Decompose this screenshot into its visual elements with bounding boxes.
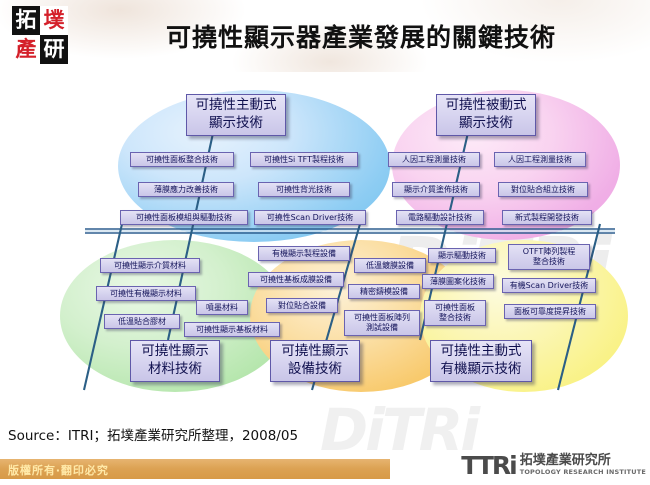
logo-char-3: 產 <box>12 35 40 64</box>
node-passive-left-2[interactable]: 顯示介質塗佈技術 <box>392 182 480 197</box>
node-label: 有機顯示製程設備 <box>272 248 336 258</box>
node-label: 電路驅動設計技術 <box>408 212 472 222</box>
node-materials-left-3[interactable]: 低溫貼合膠材 <box>104 314 180 329</box>
node-passive-right-3[interactable]: 新式製程開發技術 <box>502 210 592 225</box>
footer-logo: TTRi 拓墣產業研究所 TOPOLOGY RESEARCH INSTITUTE <box>461 450 646 480</box>
node-label: 可撓性顯示介質材料 <box>114 260 186 270</box>
source-note: Source：ITRI；拓墣產業研究所整理，2008/05 <box>8 428 299 444</box>
topology-logo: 拓 墣 產 研 <box>12 6 68 64</box>
node-label: 可撓性背光技術 <box>276 184 332 194</box>
node-label: 可撓性有機顯示材料 <box>110 288 182 298</box>
hub-label: 可撓性顯示材料技術 <box>141 343 209 377</box>
header-band <box>0 0 650 72</box>
cluster-hub-amoled[interactable]: 可撓性主動式有機顯示技術 <box>430 340 532 382</box>
cluster-hub-passive-matrix[interactable]: 可撓性被動式顯示技術 <box>436 94 536 136</box>
node-label: OTFT陣列製程整合技術 <box>522 247 576 266</box>
node-label: 低溫貼合膠材 <box>118 316 166 326</box>
node-label: 對位貼合組立技術 <box>511 184 575 194</box>
node-label: 噴墨材料 <box>206 302 238 312</box>
logo-char-4: 研 <box>40 35 68 64</box>
node-active-right-2[interactable]: 可撓性背光技術 <box>258 182 350 197</box>
copyright-text: 版權所有‧翻印必究 <box>8 464 109 477</box>
logo-char-2: 墣 <box>40 6 68 35</box>
node-equipment-left-1[interactable]: 有機顯示製程設備 <box>258 246 350 261</box>
node-amoled-right-3[interactable]: 面板可靠度提昇技術 <box>504 304 596 319</box>
node-amoled-right-1[interactable]: OTFT陣列製程整合技術 <box>508 244 590 270</box>
node-label: 人因工程測量技術 <box>402 154 466 164</box>
node-materials-left-2[interactable]: 可撓性有機顯示材料 <box>96 286 196 301</box>
node-label: 顯示驅動技術 <box>438 250 486 260</box>
node-materials-right-2[interactable]: 可撓性顯示基板材料 <box>184 322 280 337</box>
node-active-left-1[interactable]: 可撓性面板整合技術 <box>130 152 234 167</box>
node-label: 對位貼合設備 <box>278 300 326 310</box>
node-materials-left-1[interactable]: 可撓性顯示介質材料 <box>100 258 200 273</box>
node-active-left-3[interactable]: 可撓性面板模組與驅動技術 <box>120 210 248 225</box>
node-passive-left-1[interactable]: 人因工程測量技術 <box>388 152 480 167</box>
node-amoled-left-1[interactable]: 顯示驅動技術 <box>428 248 496 263</box>
node-equipment-right-1[interactable]: 低溫鍍膜設備 <box>354 258 426 273</box>
page-title: 可撓性顯示器產業發展的關鍵技術 <box>165 23 556 52</box>
node-label: 有機Scan Driver技術 <box>509 280 589 290</box>
node-label: 人因工程測量技術 <box>508 154 572 164</box>
node-label: 新式製程開發技術 <box>515 212 579 222</box>
node-amoled-left-2[interactable]: 薄膜圖案化技術 <box>422 274 494 289</box>
node-label: 可撓性Scan Driver技術 <box>266 212 354 222</box>
node-equipment-right-2[interactable]: 精密鑄模設備 <box>348 284 420 299</box>
node-equipment-left-2[interactable]: 可撓性基板成膜設備 <box>248 272 344 287</box>
footer-watermark: DiTRi <box>320 396 480 456</box>
cluster-hub-active-matrix[interactable]: 可撓性主動式顯示技術 <box>186 94 286 136</box>
node-label: 薄膜應力改善技術 <box>154 184 218 194</box>
node-active-right-3[interactable]: 可撓性Scan Driver技術 <box>254 210 366 225</box>
node-label: 可撓性顯示基板材料 <box>196 324 268 334</box>
footer-logo-cn: 拓墣產業研究所 <box>519 453 611 469</box>
footer-logo-en: TOPOLOGY RESEARCH INSTITUTE <box>519 467 646 476</box>
node-label: 可撓性Si TFT製程技術 <box>263 154 345 164</box>
node-label: 低溫鍍膜設備 <box>366 260 414 270</box>
node-passive-left-3[interactable]: 電路驅動設計技術 <box>396 210 484 225</box>
node-amoled-right-2[interactable]: 有機Scan Driver技術 <box>502 278 596 293</box>
node-passive-right-2[interactable]: 對位貼合組立技術 <box>498 182 588 197</box>
node-active-right-1[interactable]: 可撓性Si TFT製程技術 <box>250 152 358 167</box>
hub-label: 可撓性顯示設備技術 <box>281 343 349 377</box>
hub-label: 可撓性被動式顯示技術 <box>445 97 527 131</box>
node-amoled-left-3[interactable]: 可撓性面板整合技術 <box>424 300 486 326</box>
node-active-left-2[interactable]: 薄膜應力改善技術 <box>138 182 234 197</box>
node-label: 可撓性面板整合技術 <box>146 154 218 164</box>
hub-label: 可撓性主動式有機顯示技術 <box>440 343 522 377</box>
node-label: 可撓性面板模組與驅動技術 <box>136 212 232 222</box>
node-materials-right-1[interactable]: 噴墨材料 <box>196 300 248 315</box>
node-passive-right-1[interactable]: 人因工程測量技術 <box>494 152 586 167</box>
cluster-hub-equipment[interactable]: 可撓性顯示設備技術 <box>270 340 360 382</box>
cluster-hub-materials[interactable]: 可撓性顯示材料技術 <box>130 340 220 382</box>
node-label: 可撓性面板陣列測試設備 <box>354 313 410 332</box>
node-label: 薄膜圖案化技術 <box>430 276 486 286</box>
node-equipment-right-3[interactable]: 可撓性面板陣列測試設備 <box>344 310 420 336</box>
node-label: 面板可靠度提昇技術 <box>514 306 586 316</box>
footer-logo-mark: TTRi <box>461 450 517 480</box>
hub-label: 可撓性主動式顯示技術 <box>195 97 277 131</box>
node-equipment-left-3[interactable]: 對位貼合設備 <box>266 298 338 313</box>
node-label: 精密鑄模設備 <box>360 286 408 296</box>
logo-char-1: 拓 <box>12 6 40 35</box>
node-label: 可撓性基板成膜設備 <box>260 274 332 284</box>
copyright-bar <box>0 459 390 479</box>
node-label: 可撓性面板整合技術 <box>435 303 475 322</box>
node-label: 顯示介質塗佈技術 <box>404 184 468 194</box>
